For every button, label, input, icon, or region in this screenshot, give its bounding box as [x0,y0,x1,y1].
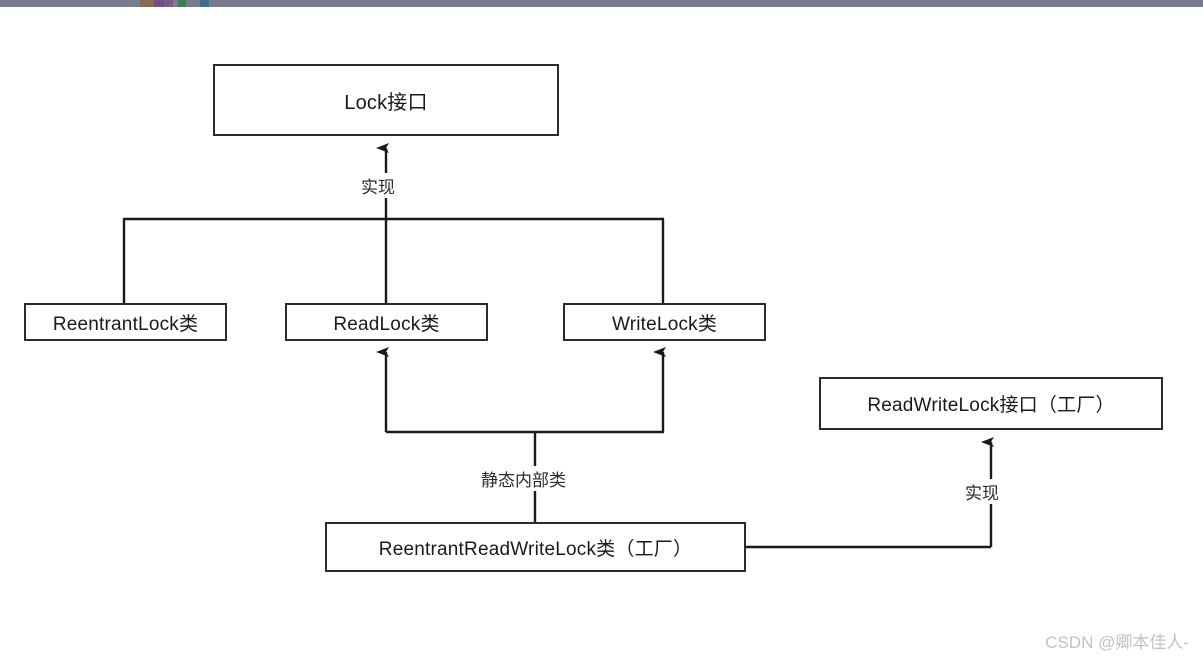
node-readwritelock-interface-label: ReadWriteLock接口（工厂） [867,395,1115,416]
strip-speck-d [178,0,186,7]
edge-label-implements-lock: 实现 [358,173,398,198]
node-write-lock[interactable]: WriteLock类 [563,303,766,341]
node-lock-interface[interactable]: Lock接口 [213,64,559,136]
node-write-lock-label: WriteLock类 [611,313,718,335]
edge-static-inner-class [376,347,666,522]
edge-implements-readwritelock [746,437,994,549]
node-read-lock-label: ReadLock类 [333,313,440,335]
csdn-watermark: CSDN @卿本佳人- [1045,633,1189,652]
edge-label-static-inner-class: 静态内部类 [478,466,569,491]
node-lock-interface-label: Lock接口 [344,91,428,114]
edge-label-implements-readwritelock: 实现 [962,479,1002,504]
node-read-lock[interactable]: ReadLock类 [285,303,488,341]
strip-speck-e [200,0,209,7]
strip-speck-a [140,0,154,7]
strip-speck-c [164,0,173,7]
node-reentrant-readwritelock[interactable]: ReentrantReadWriteLock类（工厂） [325,522,746,572]
top-browser-strip [0,0,1203,7]
node-reentrant-lock[interactable]: ReentrantLock类 [24,303,227,341]
strip-speck-b [154,0,164,7]
node-reentrant-lock-label: ReentrantLock类 [52,313,199,335]
edge-implements-lock [122,143,665,303]
node-readwritelock-interface[interactable]: ReadWriteLock接口（工厂） [819,377,1163,430]
node-reentrant-readwritelock-label: ReentrantReadWriteLock类（工厂） [378,538,693,560]
